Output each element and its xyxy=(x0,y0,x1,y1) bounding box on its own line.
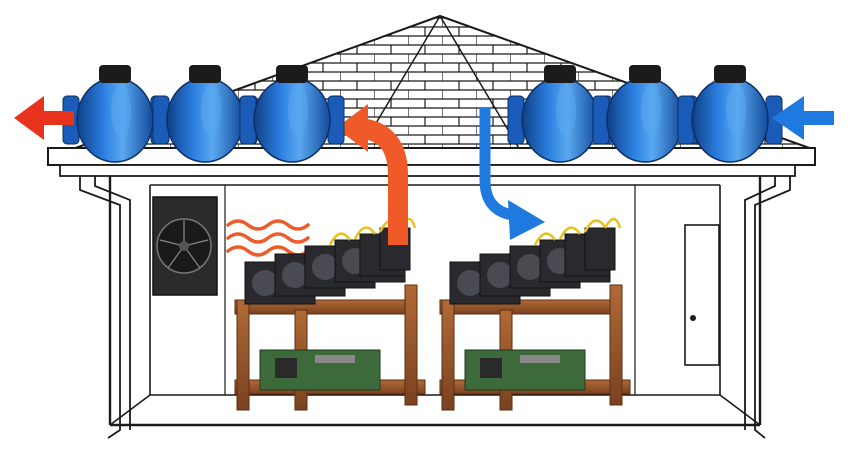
duct-fan-cap xyxy=(714,65,746,83)
duct-fan-cap xyxy=(544,65,576,83)
side-door xyxy=(684,224,720,366)
roof-eave xyxy=(47,147,816,166)
curved-arrow-icon xyxy=(336,104,408,245)
duct-fans xyxy=(62,65,783,163)
gpu-stack xyxy=(244,227,411,305)
mining-rig-left xyxy=(234,217,426,411)
duct-fan-highlight xyxy=(111,84,131,136)
garage-building xyxy=(79,176,791,439)
downspout-right xyxy=(744,176,791,439)
exhaust-arrow-head xyxy=(14,96,44,140)
floor-edge-right xyxy=(719,394,761,426)
curved-arrow-icon xyxy=(479,108,545,240)
intake-arrow-head xyxy=(772,96,804,140)
duct-fan-left-3 xyxy=(239,65,345,163)
heat-waves-icon xyxy=(226,219,310,257)
arrow-left-icon xyxy=(772,96,834,140)
duct-fan-cap xyxy=(629,65,661,83)
duct-fan-highlight xyxy=(288,84,308,136)
duct-fan-highlight xyxy=(556,84,576,136)
duct-fan-cap xyxy=(189,65,221,83)
duct-fan-cap xyxy=(276,65,308,83)
duct-fan-highlight xyxy=(726,84,746,136)
duct-fan-highlight xyxy=(201,84,221,136)
back-wall xyxy=(149,185,721,396)
mining-rig-right xyxy=(439,217,631,411)
downspout-left xyxy=(79,176,131,439)
exhaust-arrow-shaft xyxy=(38,111,74,125)
gutter xyxy=(59,164,796,177)
left-wall xyxy=(108,176,762,427)
duct-fan-right-3 xyxy=(677,65,783,163)
cool-air-flow-arrow xyxy=(479,108,514,221)
gpu-stack xyxy=(449,227,616,305)
duct-fan-cap xyxy=(99,65,131,83)
duct-fan-highlight xyxy=(641,84,661,136)
power-cables xyxy=(533,217,622,246)
intake-arrow-shaft xyxy=(800,111,834,125)
arrow-left-icon xyxy=(14,96,74,140)
door-knob xyxy=(690,315,696,321)
wall-fan xyxy=(152,196,218,296)
